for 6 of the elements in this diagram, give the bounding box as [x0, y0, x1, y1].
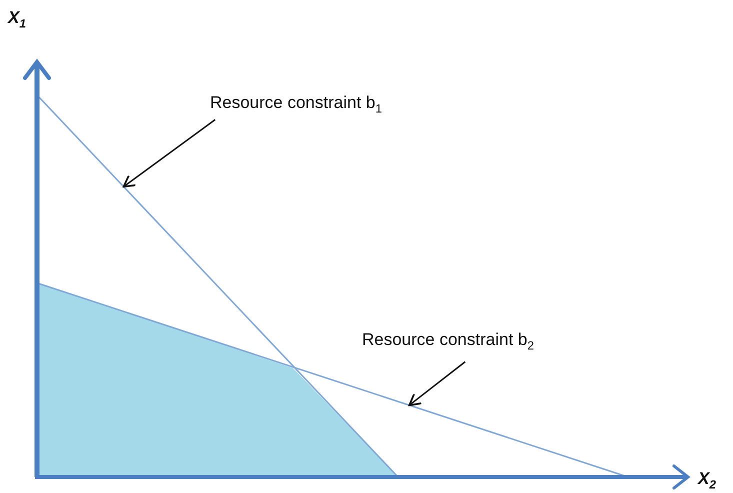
constraint-label: Resource constraint b$_{1}$	[210, 93, 382, 118]
leader-arrow	[122, 119, 216, 188]
leader-arrow	[408, 361, 466, 406]
axis-label: X$_{2}$	[698, 469, 716, 493]
axis-label: X$_{1}$	[8, 8, 26, 32]
constraint-label: Resource constraint b$_{2}$	[362, 330, 534, 356]
